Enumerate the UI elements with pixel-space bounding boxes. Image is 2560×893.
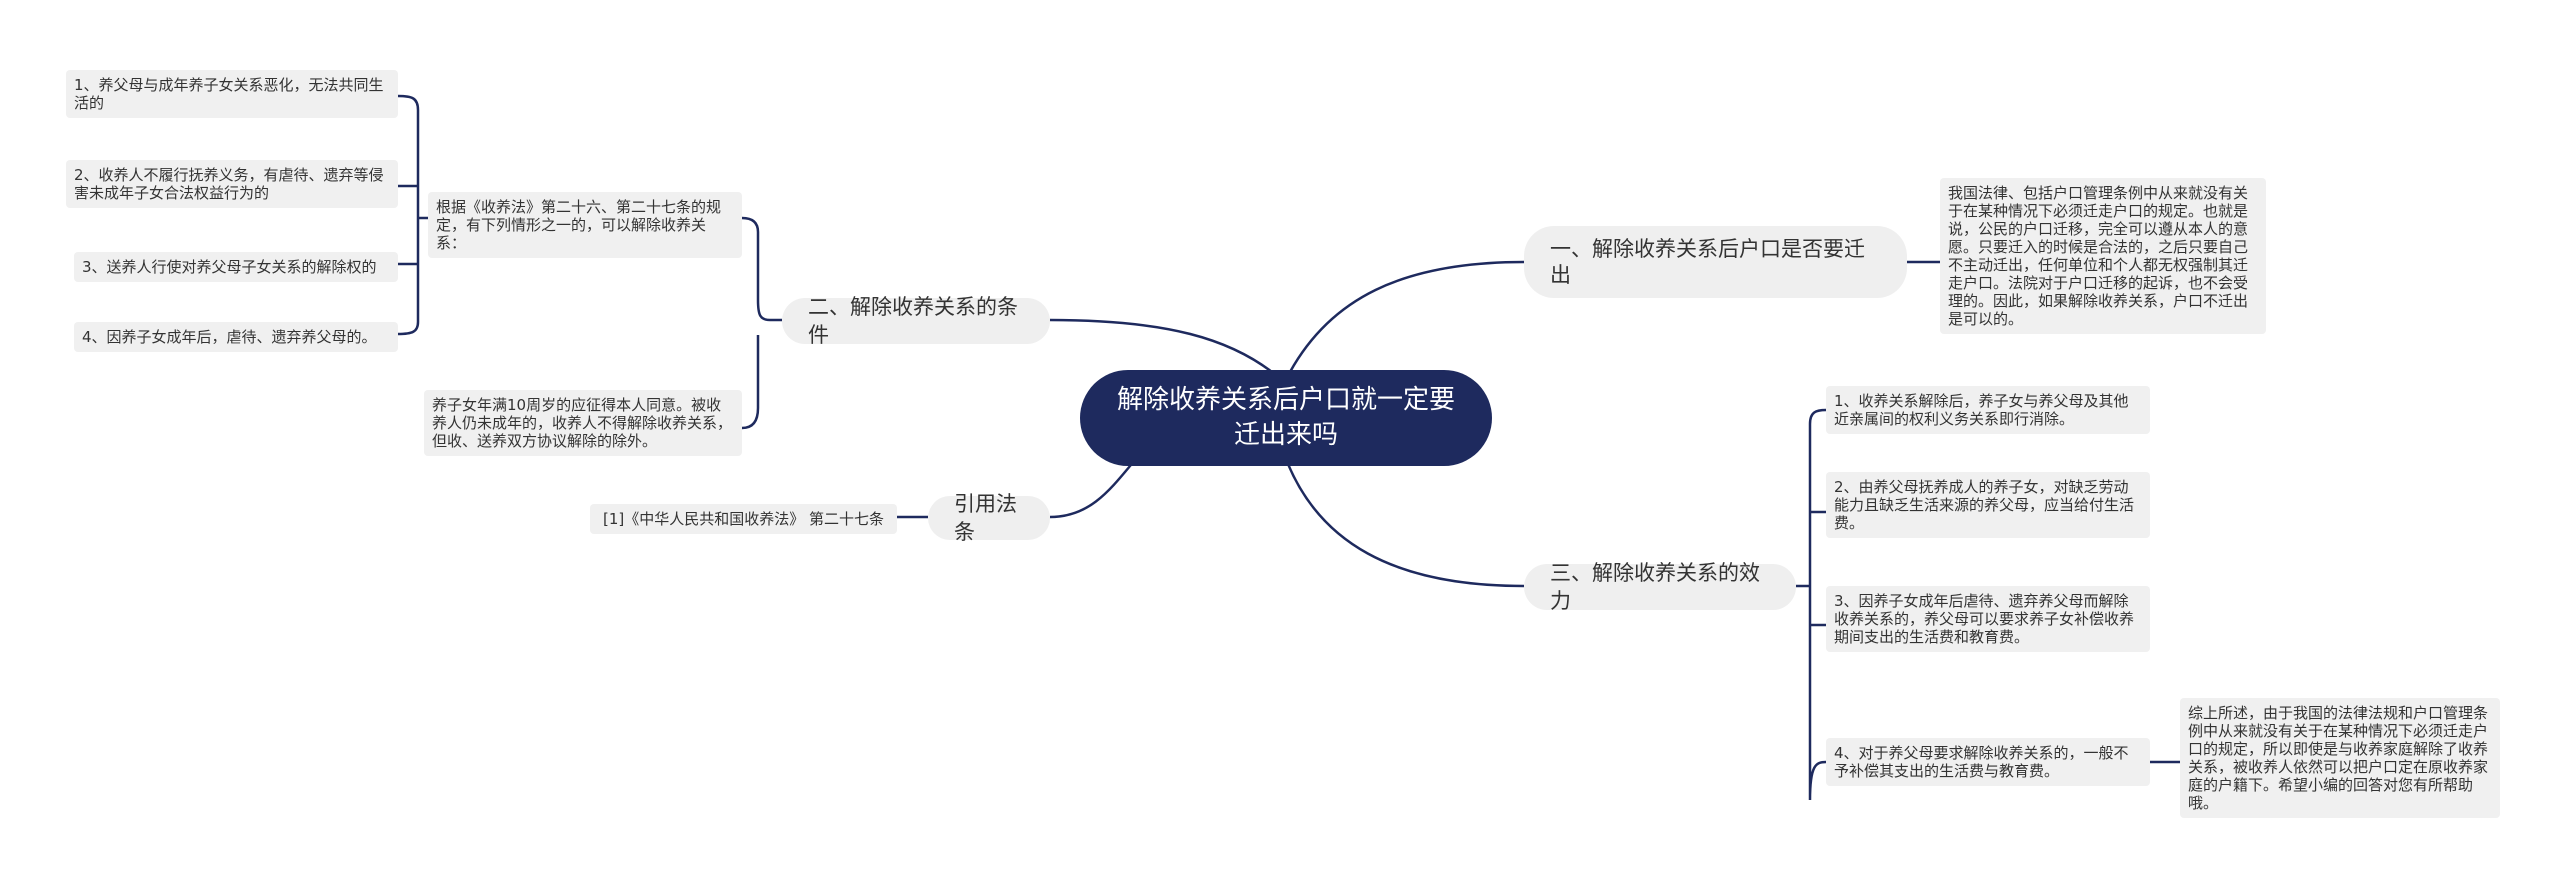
condition-item[interactable]: 1、养父母与成年养子女关系恶化，无法共同生活的 [66, 70, 398, 118]
link-root-b2 [1049, 318, 1273, 373]
link-root-b1 [1288, 260, 1525, 373]
condition-item-text: 3、送养人行使对养父母子女关系的解除权的 [82, 258, 377, 276]
branch-hukou-question[interactable]: 一、解除收养关系后户口是否要迁出 [1524, 226, 1907, 298]
conditions-intro[interactable]: 根据《收养法》第二十六、第二十七条的规定，有下列情形之一的，可以解除收养关系： [428, 192, 742, 258]
condition-item-text: 4、因养子女成年后，虐待、遗弃养父母的。 [82, 328, 377, 346]
branch-effects-label: 三、解除收养关系的效力 [1550, 561, 1760, 613]
link-b2-bracket [741, 216, 782, 430]
link-root-b3 [1049, 459, 1136, 519]
conditions-intro-text: 根据《收养法》第二十六、第二十七条的规定，有下列情形之一的，可以解除收养关系： [436, 198, 722, 252]
hukou-explanation[interactable]: 我国法律、包括户口管理条例中从来就没有关于在某种情况下必须迁走户口的规定。也就是… [1940, 178, 2266, 334]
root-topic[interactable]: 解除收养关系后户口就一定要迁出来吗 [1080, 370, 1492, 466]
conditions-note[interactable]: 养子女年满10周岁的应征得本人同意。被收养人仍未成年的，收养人不得解除收养关系，… [424, 390, 742, 456]
summary-note[interactable]: 综上所述，由于我国的法律法规和户口管理条例中从来就没有关于在某种情况下必须迁走户… [2180, 698, 2500, 818]
link-b4-bracket [1796, 408, 1827, 801]
branch-conditions-label: 二、解除收养关系的条件 [808, 295, 1018, 347]
effect-item-text: 3、因养子女成年后虐待、遗弃养父母而解除收养关系的，养父母可以要求养子女补偿收养… [1834, 592, 2135, 646]
condition-item[interactable]: 3、送养人行使对养父母子女关系的解除权的 [74, 252, 398, 282]
condition-item-text: 2、收养人不履行抚养义务，有虐待、遗弃等侵害未成年子女合法权益行为的 [74, 166, 384, 202]
effect-item[interactable]: 3、因养子女成年后虐待、遗弃养父母而解除收养关系的，养父母可以要求养子女补偿收养… [1826, 586, 2150, 652]
conditions-note-text: 养子女年满10周岁的应征得本人同意。被收养人仍未成年的，收养人不得解除收养关系，… [432, 396, 733, 450]
effect-item-text: 1、收养关系解除后，养子女与养父母及其他近亲属间的权利义务关系即行消除。 [1834, 392, 2129, 428]
cited-law-item[interactable]: [1]《中华人民共和国收养法》 第二十七条 [590, 504, 897, 534]
effect-item-text: 4、对于养父母要求解除收养关系的，一般不予补偿其支出的生活费与教育费。 [1834, 744, 2129, 780]
branch-hukou-question-label: 一、解除收养关系后户口是否要迁出 [1550, 237, 1865, 287]
branch-effects[interactable]: 三、解除收养关系的效力 [1524, 561, 1796, 613]
condition-item-text: 1、养父母与成年养子女关系恶化，无法共同生活的 [74, 76, 384, 112]
effect-item[interactable]: 1、收养关系解除后，养子女与养父母及其他近亲属间的权利义务关系即行消除。 [1826, 386, 2150, 434]
branch-cited-law-label: 引用法条 [954, 492, 1017, 544]
condition-item[interactable]: 2、收养人不履行抚养义务，有虐待、遗弃等侵害未成年子女合法权益行为的 [66, 160, 398, 208]
branch-conditions[interactable]: 二、解除收养关系的条件 [782, 295, 1050, 347]
link-b2-items-bracket [397, 94, 428, 336]
effect-item-text: 2、由养父母抚养成人的养子女，对缺乏劳动能力且缺乏生活来源的养父母，应当给付生活… [1834, 478, 2135, 532]
cited-law-item-text: [1]《中华人民共和国收养法》 第二十七条 [602, 510, 885, 528]
link-root-b4 [1286, 463, 1525, 588]
hukou-explanation-text: 我国法律、包括户口管理条例中从来就没有关于在某种情况下必须迁走户口的规定。也就是… [1948, 184, 2249, 328]
effect-item[interactable]: 4、对于养父母要求解除收养关系的，一般不予补偿其支出的生活费与教育费。 [1826, 738, 2150, 786]
effect-item[interactable]: 2、由养父母抚养成人的养子女，对缺乏劳动能力且缺乏生活来源的养父母，应当给付生活… [1826, 472, 2150, 538]
root-topic-label: 解除收养关系后户口就一定要迁出来吗 [1116, 385, 1455, 450]
branch-cited-law[interactable]: 引用法条 [928, 492, 1050, 544]
condition-item[interactable]: 4、因养子女成年后，虐待、遗弃养父母的。 [74, 322, 398, 352]
summary-note-text: 综上所述，由于我国的法律法规和户口管理条例中从来就没有关于在某种情况下必须迁走户… [2188, 704, 2489, 812]
